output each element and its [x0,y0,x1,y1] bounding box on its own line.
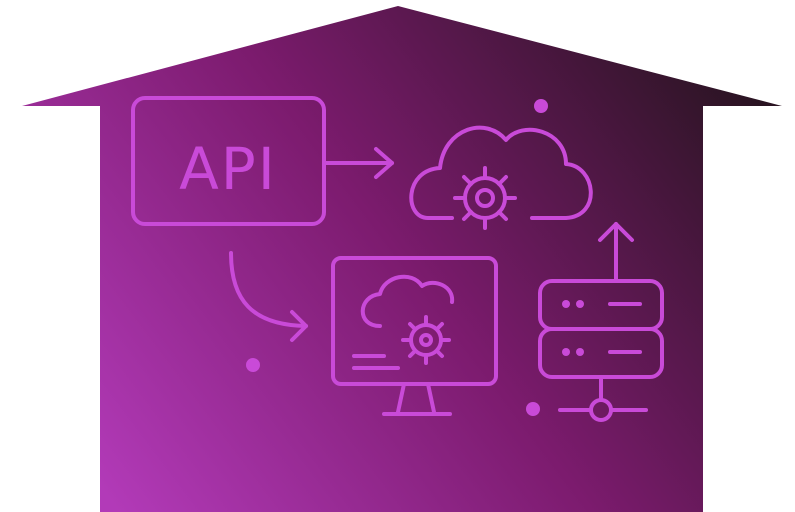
api-label: API [179,135,277,203]
server-rack-icon [538,279,664,379]
network-node-icon [558,375,648,422]
cloud-gear-icon [409,125,593,230]
arrow-right-icon [322,147,394,179]
decorative-dot [534,99,548,113]
curved-arrow-icon [229,251,308,342]
monitor-cloud-gear-icon [331,256,498,416]
decorative-dot [526,402,540,416]
decorative-dot [246,358,260,372]
arrow-up-icon [598,222,634,282]
